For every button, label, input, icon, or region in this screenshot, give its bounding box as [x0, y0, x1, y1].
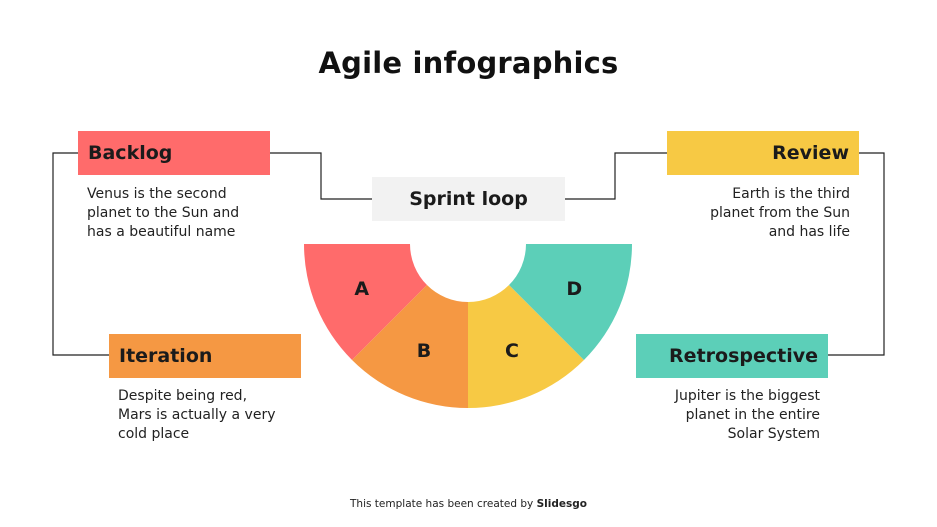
retrospective-description-line: Jupiter is the biggest	[674, 388, 820, 404]
retrospective-label-box: Retrospective	[636, 334, 828, 378]
retrospective-label: Retrospective	[669, 345, 818, 367]
backlog-description-line: Venus is the second	[87, 186, 227, 202]
arc-segment-b	[352, 285, 468, 408]
arc-segment-letter: C	[505, 340, 519, 362]
retrospective-description-line: planet in the entire	[685, 407, 820, 423]
iteration-description: Despite being red, Mars is actually a ve…	[118, 387, 318, 444]
review-description-line: and has life	[768, 224, 850, 240]
review-label-box: Review	[667, 131, 859, 175]
arc-segment-letter: B	[417, 340, 431, 362]
connector-backlog-to-iteration	[52, 152, 109, 356]
footer-credit: This template has been created by Slides…	[0, 498, 937, 510]
retrospective-description-line: Solar System	[727, 426, 820, 442]
iteration-label-box: Iteration	[109, 334, 301, 378]
review-description-line: Earth is the third	[732, 186, 850, 202]
footer-brand: Slidesgo	[536, 498, 587, 510]
iteration-label: Iteration	[119, 345, 213, 367]
backlog-description-line: has a beautiful name	[87, 224, 236, 240]
backlog-label: Backlog	[88, 142, 173, 164]
iteration-description-line: cold place	[118, 426, 190, 442]
retrospective-description: Jupiter is the biggest planet in the ent…	[620, 387, 820, 444]
review-description: Earth is the third planet from the Sun a…	[650, 185, 850, 242]
arc-segment-c	[468, 285, 584, 408]
iteration-description-line: Mars is actually a very	[118, 407, 276, 423]
iteration-description-line: Despite being red,	[118, 388, 248, 404]
footer-prefix: This template has been created by	[350, 498, 537, 510]
backlog-description: Venus is the second planet to the Sun an…	[87, 185, 287, 242]
sprint-loop-box: Sprint loop	[372, 177, 565, 221]
review-description-line: planet from the Sun	[710, 205, 850, 221]
connector-review-to-retrospective	[828, 152, 885, 356]
arc-segment-letter: D	[566, 278, 582, 300]
backlog-label-box: Backlog	[78, 131, 270, 175]
arc-segment-a	[304, 244, 427, 360]
arc-segment-letter: A	[354, 278, 369, 300]
review-label: Review	[772, 142, 849, 164]
backlog-description-line: planet to the Sun and	[87, 205, 240, 221]
sprint-loop-label: Sprint loop	[409, 188, 528, 210]
connector-backlog-to-sprint	[270, 152, 372, 200]
page-title: Agile infographics	[318, 46, 619, 80]
arc-segment-d	[509, 244, 632, 360]
connector-sprint-to-review	[565, 152, 667, 200]
